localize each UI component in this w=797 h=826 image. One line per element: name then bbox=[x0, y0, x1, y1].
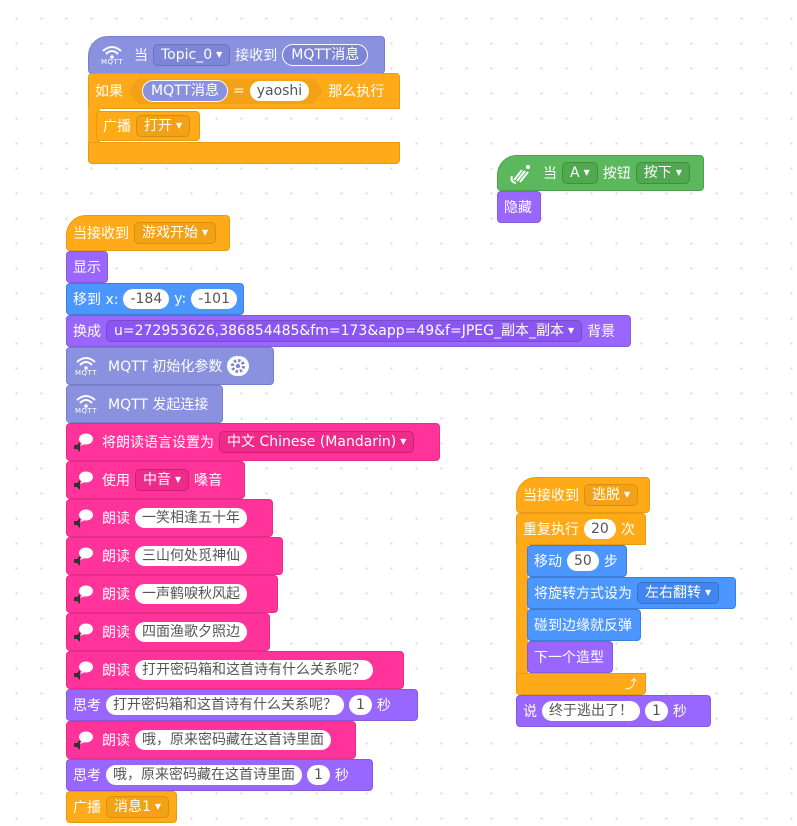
gear-icon bbox=[231, 359, 246, 373]
set-language-block[interactable]: 将朗读语言设置为 中文 Chinese (Mandarin)▼ bbox=[66, 423, 440, 461]
seconds-input[interactable]: 1 bbox=[307, 765, 330, 785]
speak-block[interactable]: 朗读 打开密码箱和这首诗有什么关系呢？ bbox=[66, 651, 404, 689]
compare-value-input[interactable]: yaoshi bbox=[250, 81, 310, 101]
speak-block[interactable]: 朗读 哦，原来密码藏在这首诗里面 bbox=[66, 721, 356, 759]
speak-block[interactable]: 朗读 一声鹤唳秋风起 bbox=[66, 575, 278, 613]
next-costume-block[interactable]: 下一个造型 bbox=[527, 641, 613, 673]
speech-bubble-icon bbox=[69, 583, 97, 605]
speak-text-input[interactable]: 哦，原来密码藏在这首诗里面 bbox=[135, 730, 331, 750]
speech-bubble-icon bbox=[69, 507, 97, 529]
speech-bubble-icon bbox=[69, 469, 97, 491]
if-then-block[interactable]: 如果 MQTT消息 = yaoshi 那么执行 bbox=[88, 73, 400, 109]
wifi-icon: MQTT bbox=[69, 356, 103, 377]
speak-block[interactable]: 朗读 三山何处觅神仙 bbox=[66, 537, 283, 575]
mqtt-init-block[interactable]: MQTT MQTT 初始化参数 bbox=[66, 347, 274, 385]
hand-icon bbox=[504, 162, 538, 184]
rotation-style-dropdown[interactable]: 左右翻转▼ bbox=[637, 582, 720, 604]
think-for-secs-block[interactable]: 思考 哦，原来密码藏在这首诗里面 1 秒 bbox=[66, 759, 373, 791]
set-voice-block[interactable]: 使用 中音▼ 嗓音 bbox=[66, 461, 245, 499]
say-text-input[interactable]: 终于逃出了！ bbox=[542, 701, 640, 721]
speech-bubble-icon bbox=[69, 729, 97, 751]
mqtt-connect-block[interactable]: MQTT MQTT 发起连接 bbox=[66, 385, 223, 423]
repeat-block-bottom: ⤴ bbox=[516, 673, 646, 695]
loop-arrow-icon: ⤴ bbox=[624, 677, 637, 691]
speech-bubble-icon bbox=[69, 659, 97, 681]
event-dropdown[interactable]: 游戏开始▼ bbox=[134, 222, 217, 244]
switch-backdrop-block[interactable]: 换成 u=272953626,386854485&fm=173&app=49&f… bbox=[66, 315, 631, 347]
if-block-bottom bbox=[88, 142, 400, 164]
speak-block[interactable]: 朗读 一笑相逢五十年 bbox=[66, 499, 273, 537]
set-rotation-style-block[interactable]: 将旋转方式设为 左右翻转▼ bbox=[527, 577, 736, 609]
event-dropdown[interactable]: 逃脱▼ bbox=[584, 484, 639, 506]
speak-text-input[interactable]: 四面渔歌夕照边 bbox=[135, 622, 247, 642]
repeat-count-input[interactable]: 20 bbox=[584, 519, 616, 539]
show-block[interactable]: 显示 bbox=[66, 251, 108, 283]
key-dropdown[interactable]: A▼ bbox=[562, 162, 598, 184]
repeat-block[interactable]: 重复执行 20 次 bbox=[516, 513, 646, 545]
think-text-input[interactable]: 打开密码箱和这首诗有什么关系呢？ bbox=[106, 695, 344, 715]
wifi-icon: MQTT bbox=[95, 45, 129, 66]
bounce-on-edge-block[interactable]: 碰到边缘就反弹 bbox=[527, 609, 641, 641]
seconds-input[interactable]: 1 bbox=[349, 695, 372, 715]
mqtt-message-reporter[interactable]: MQTT消息 bbox=[142, 80, 228, 102]
speech-bubble-icon bbox=[69, 621, 97, 643]
speech-bubble-icon bbox=[69, 431, 97, 453]
think-for-secs-block[interactable]: 思考 打开密码箱和这首诗有什么关系呢？ 1 秒 bbox=[66, 689, 418, 721]
language-dropdown[interactable]: 中文 Chinese (Mandarin)▼ bbox=[219, 431, 415, 453]
speak-block[interactable]: 朗读 四面渔歌夕照边 bbox=[66, 613, 270, 651]
wifi-icon: MQTT bbox=[69, 394, 103, 415]
backdrop-dropdown[interactable]: u=272953626,386854485&fm=173&app=49&f=JP… bbox=[106, 320, 583, 342]
settings-gear-button[interactable] bbox=[227, 356, 250, 376]
say-for-secs-block[interactable]: 说 终于逃出了！ 1 秒 bbox=[516, 695, 711, 727]
goto-xy-block[interactable]: 移到 x: -184 y: -101 bbox=[66, 283, 244, 315]
repeat-block-arm bbox=[516, 544, 528, 674]
move-steps-block[interactable]: 移动 50 步 bbox=[527, 545, 627, 577]
broadcast-message-dropdown[interactable]: 打开▼ bbox=[136, 115, 191, 137]
x-input[interactable]: -184 bbox=[123, 289, 170, 309]
button-press-hat-block[interactable]: 当 A▼ 按钮 按下▼ bbox=[497, 155, 704, 191]
equals-operator[interactable]: MQTT消息 = yaoshi bbox=[128, 78, 323, 104]
think-text-input[interactable]: 哦，原来密码藏在这首诗里面 bbox=[106, 765, 302, 785]
steps-input[interactable]: 50 bbox=[567, 551, 599, 571]
broadcast-block[interactable]: 广播 消息1▼ bbox=[66, 791, 177, 823]
when-receive-hat-block[interactable]: 当接收到 游戏开始▼ bbox=[66, 215, 230, 251]
speech-bubble-icon bbox=[69, 545, 97, 567]
speak-text-input[interactable]: 一声鹤唳秋风起 bbox=[135, 584, 247, 604]
voice-dropdown[interactable]: 中音▼ bbox=[135, 469, 190, 491]
speak-text-input[interactable]: 打开密码箱和这首诗有什么关系呢？ bbox=[135, 660, 373, 680]
mqtt-message-reporter[interactable]: MQTT消息 bbox=[282, 44, 369, 66]
hide-block[interactable]: 隐藏 bbox=[497, 191, 541, 223]
broadcast-block[interactable]: 广播 打开▼ bbox=[96, 111, 200, 141]
seconds-input[interactable]: 1 bbox=[645, 701, 668, 721]
button-state-dropdown[interactable]: 按下▼ bbox=[635, 162, 690, 184]
broadcast-message-dropdown[interactable]: 消息1▼ bbox=[106, 796, 170, 818]
y-input[interactable]: -101 bbox=[191, 289, 237, 309]
topic-dropdown[interactable]: Topic_0▼ bbox=[153, 44, 231, 66]
when-receive-hat-block[interactable]: 当接收到 逃脱▼ bbox=[516, 477, 650, 513]
speak-text-input[interactable]: 一笑相逢五十年 bbox=[135, 508, 247, 528]
mqtt-receive-hat-block[interactable]: MQTT 当 Topic_0▼ 接收到 MQTT消息 bbox=[88, 36, 385, 74]
speak-text-input[interactable]: 三山何处觅神仙 bbox=[135, 546, 247, 566]
